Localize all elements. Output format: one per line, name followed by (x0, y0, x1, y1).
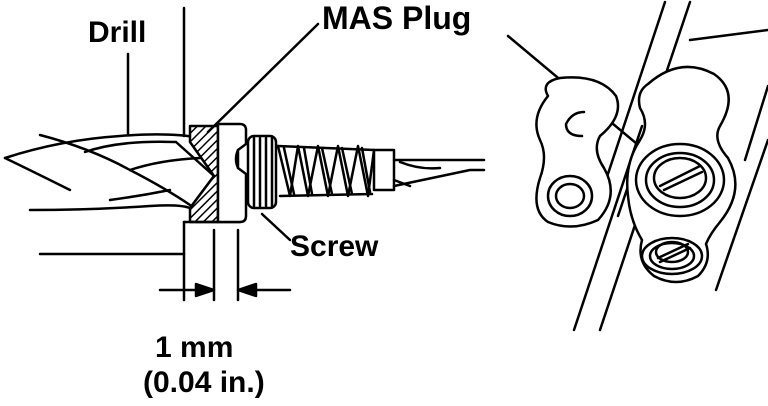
screw-part (640, 236, 704, 276)
screw-thread (246, 134, 278, 210)
needle (372, 148, 486, 192)
drill-label: Drill (88, 16, 147, 49)
mas-plug-part (634, 142, 726, 218)
drill-bit (3, 133, 216, 212)
mas-plug-label: MAS Plug (322, 0, 472, 36)
dimension-indicator (158, 282, 292, 298)
carburetor-body-lines (38, 6, 242, 302)
dimension-imperial-label: (0.04 in.) (143, 366, 265, 399)
screw-label: Screw (290, 230, 379, 263)
spring (276, 144, 376, 198)
mas-plug-section (188, 124, 220, 224)
screw-head (216, 122, 248, 224)
left-flange (535, 76, 620, 228)
dimension-metric-label: 1 mm (155, 331, 234, 364)
